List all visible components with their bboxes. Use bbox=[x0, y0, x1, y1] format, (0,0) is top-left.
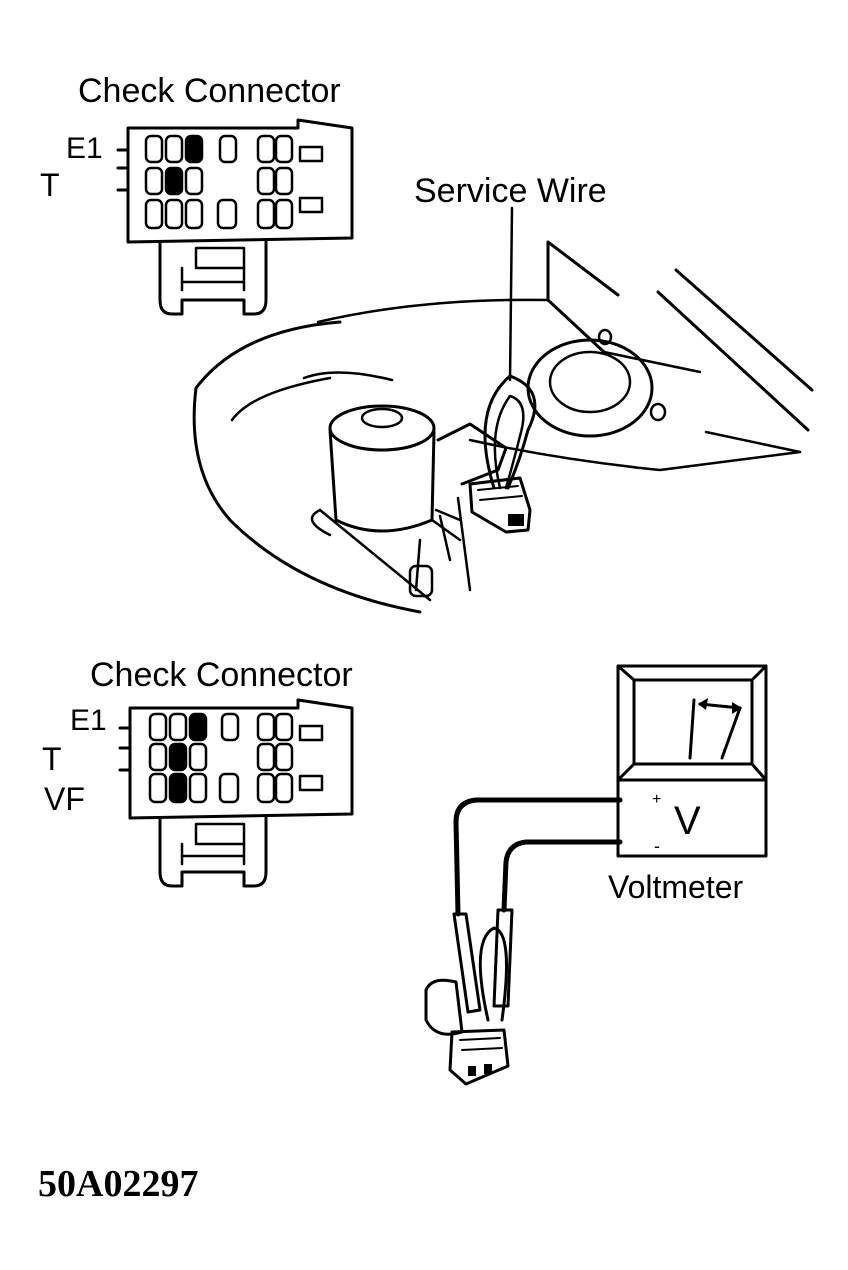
negative-probe bbox=[492, 908, 514, 1008]
top-engine-bay-illustration: Service Wire bbox=[192, 172, 814, 614]
check-connector-pins bbox=[477, 485, 523, 501]
bottom-connector-latch-1 bbox=[298, 724, 324, 742]
bottom-connector-title: Check Connector bbox=[90, 656, 353, 694]
bottom-pin-label-t: T bbox=[42, 741, 62, 777]
hose-fitting bbox=[408, 564, 434, 598]
voltmeter-display-bezel bbox=[616, 664, 768, 782]
bottom-connector-housing bbox=[128, 698, 354, 820]
bottom-pin-e1-highlight bbox=[188, 712, 208, 742]
voltmeter-minus-sign: - bbox=[654, 836, 660, 856]
service-wire-loop-inner bbox=[493, 394, 525, 490]
probe-leads-assembly bbox=[424, 797, 623, 1086]
bottom-pin-t-highlight bbox=[168, 742, 188, 772]
bottom-check-connector-latch-1 bbox=[468, 1066, 476, 1076]
bottom-service-wire-loop bbox=[478, 926, 508, 1022]
reservoir-body bbox=[328, 428, 436, 533]
bottom-connector-bracket-rails bbox=[180, 842, 246, 866]
voltmeter-needle bbox=[688, 698, 742, 760]
strut-bolt bbox=[649, 402, 667, 422]
bottom-connector-bracket-slot bbox=[194, 822, 246, 846]
top-pin-e1-highlight bbox=[184, 134, 204, 164]
top-pin-grid bbox=[144, 134, 294, 230]
top-connector-latch-1 bbox=[298, 145, 324, 163]
service-wire-loop bbox=[483, 374, 537, 490]
top-pin-label-e1: E1 bbox=[66, 132, 103, 165]
voltmeter-swing-arrowheads bbox=[698, 698, 742, 714]
bottom-pin-label-vf: VF bbox=[44, 781, 85, 817]
bottom-connector-side-tabs bbox=[118, 726, 132, 772]
reservoir-cap-top bbox=[360, 407, 404, 429]
hood-edge-lines bbox=[656, 268, 814, 432]
top-connector-housing bbox=[126, 118, 354, 244]
bottom-connector-pinout: Check Connector E1 T VF bbox=[42, 656, 354, 888]
top-pin-t-highlight bbox=[164, 166, 184, 196]
voltmeter-symbol: V bbox=[674, 799, 701, 843]
bottom-check-connector-latch-2 bbox=[484, 1064, 492, 1074]
bottom-pin-label-e1: E1 bbox=[70, 704, 107, 737]
top-connector-side-tabs bbox=[116, 148, 130, 192]
top-connector-title: Check Connector bbox=[78, 72, 341, 110]
voltmeter-case bbox=[616, 664, 768, 858]
bottom-connector-cover bbox=[424, 978, 464, 1036]
bottom-check-connector-body bbox=[448, 1028, 510, 1086]
top-connector-bracket-slot bbox=[194, 246, 246, 270]
wheel-well-outline bbox=[192, 320, 422, 614]
positive-lead-wire bbox=[453, 797, 623, 917]
top-pin-label-t: T bbox=[40, 167, 60, 203]
bottom-pin-vf-highlight bbox=[168, 772, 188, 804]
negative-lead-wire bbox=[501, 839, 623, 913]
top-connector-latch-2 bbox=[298, 196, 324, 214]
body-contour-lines bbox=[316, 298, 802, 454]
positive-probe bbox=[452, 912, 482, 1014]
bottom-pin-grid bbox=[148, 712, 294, 804]
strut-bolt-top bbox=[597, 328, 613, 346]
connector-cover bbox=[436, 422, 508, 486]
bottom-connector-bracket bbox=[158, 816, 268, 888]
top-connector-bracket-rails bbox=[180, 266, 246, 292]
check-connector-latch bbox=[508, 514, 524, 526]
voltmeter: V + - Voltmeter bbox=[608, 664, 768, 905]
service-wire-label: Service Wire bbox=[414, 172, 607, 210]
voltmeter-label: Voltmeter bbox=[608, 869, 744, 905]
reservoir-bracket bbox=[310, 508, 432, 602]
hose-clamp bbox=[430, 508, 462, 542]
wheel-well-inner bbox=[230, 371, 394, 422]
check-connector-body bbox=[468, 476, 532, 534]
figure-code: 50A02297 bbox=[38, 1163, 198, 1205]
top-connector-bracket bbox=[158, 240, 268, 316]
strut-tower-inner bbox=[548, 350, 632, 414]
service-wire-leader-line bbox=[508, 206, 514, 382]
fender-panel-edge bbox=[546, 240, 620, 354]
voltmeter-plus-sign: + bbox=[652, 791, 661, 808]
reservoir-cap bbox=[328, 404, 436, 452]
bottom-check-connector-pins bbox=[459, 1037, 503, 1051]
top-connector-pinout: Check Connector E1 T bbox=[40, 72, 354, 316]
bottom-connector-latch-2 bbox=[298, 774, 324, 792]
strut-tower-outer bbox=[526, 338, 654, 438]
